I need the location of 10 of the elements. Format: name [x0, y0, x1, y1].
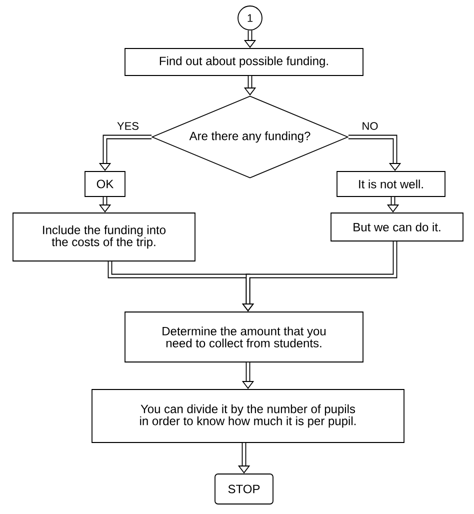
- edge-label: NO: [360, 121, 380, 131]
- process-box: But we can do it.: [330, 212, 464, 242]
- process-box: Determine the amount that you need to collect from students.: [124, 312, 364, 362]
- process-box: Find out about possible funding.: [124, 48, 364, 76]
- terminal-box: STOP: [214, 474, 274, 504]
- process-box: You can divide it by the number of pupils in order to know how much it is per pupil.: [92, 389, 404, 443]
- process-box: OK: [84, 171, 126, 197]
- process-box: It is not well.: [336, 171, 446, 197]
- process-box: Include the funding into the costs of the trip.: [12, 212, 196, 262]
- edge-label: YES: [116, 121, 140, 131]
